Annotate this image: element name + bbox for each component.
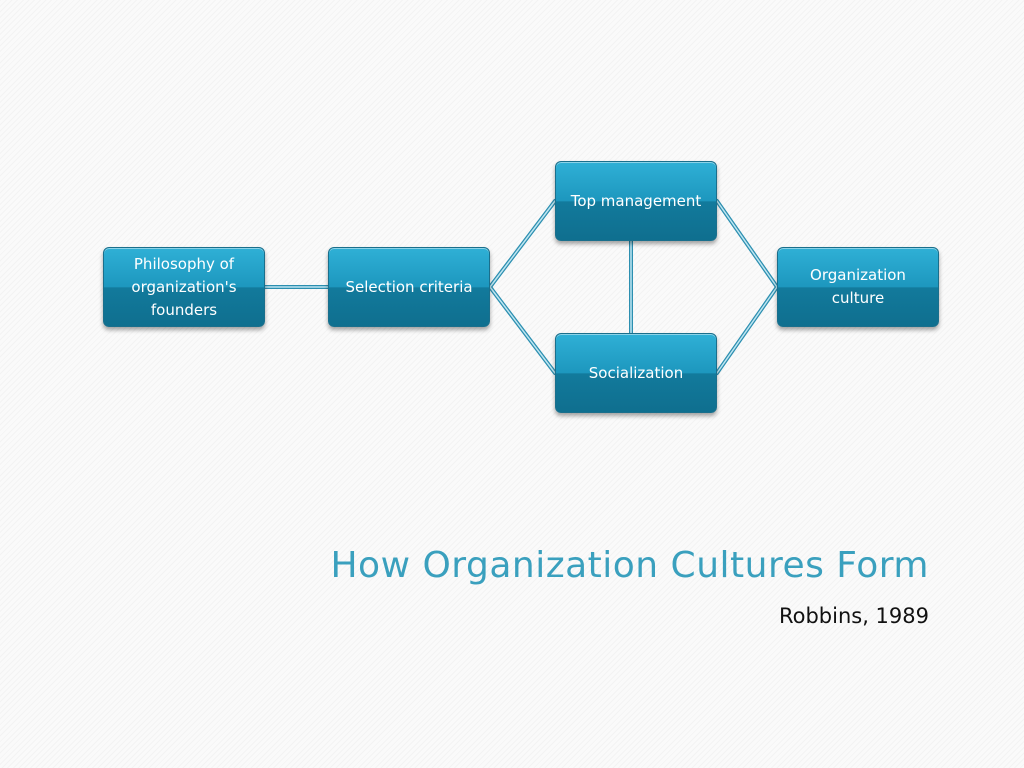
node-selection-criteria: Selection criteria	[328, 247, 490, 327]
node-top-management: Top management	[555, 161, 717, 241]
node-socialization: Socialization	[555, 333, 717, 413]
node-philosophy-of-founders: Philosophy of organization's founders	[103, 247, 265, 327]
node-label: Philosophy of organization's founders	[131, 254, 237, 319]
node-label: Organization culture	[810, 266, 906, 307]
node-organization-culture: Organization culture	[777, 247, 939, 327]
slide-title: How Organization Cultures Form	[330, 545, 929, 586]
slide-subtitle: Robbins, 1989	[778, 604, 929, 628]
node-label: Top management	[570, 192, 702, 210]
node-label: Socialization	[588, 363, 684, 382]
node-label: Selection criteria	[345, 277, 473, 296]
